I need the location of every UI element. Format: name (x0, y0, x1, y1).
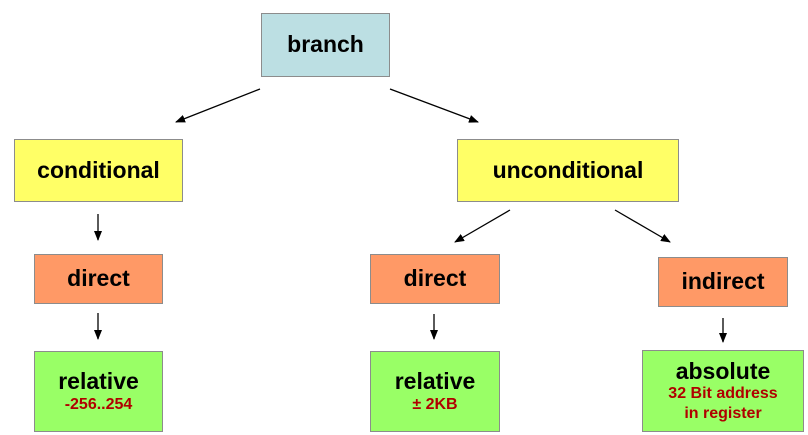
node-absolute: absolute 32 Bit address in register (642, 350, 804, 432)
node-conditional-relative: relative -256..254 (34, 351, 163, 432)
node-conditional-label: conditional (37, 156, 160, 183)
node-branch-label: branch (287, 31, 364, 58)
node-absolute-detail-line2: in register (684, 404, 762, 422)
node-unconditional-indirect-label: indirect (681, 268, 765, 295)
node-conditional-direct: direct (34, 254, 163, 304)
node-unconditional-relative-label: relative (394, 368, 476, 395)
node-conditional-direct-label: direct (67, 265, 130, 292)
node-absolute-detail-line1: 32 Bit address (668, 385, 778, 403)
node-unconditional: unconditional (457, 139, 679, 202)
node-branch: branch (261, 13, 390, 77)
node-unconditional-indirect: indirect (658, 257, 788, 307)
node-unconditional-relative-detail: ± 2KB (412, 395, 458, 413)
arrow-branch-to-unconditional (389, 88, 479, 123)
node-unconditional-direct-label: direct (403, 265, 467, 292)
node-unconditional-label: unconditional (492, 156, 644, 183)
arrow-unconditional-to-direct (454, 209, 511, 243)
node-unconditional-direct: direct (370, 254, 500, 304)
node-absolute-label: absolute (675, 358, 771, 385)
arrow-branch-to-conditional (175, 88, 261, 123)
node-conditional-relative-detail: -256..254 (64, 395, 133, 413)
node-conditional-relative-label: relative (58, 368, 139, 395)
node-conditional: conditional (14, 139, 183, 202)
arrow-unconditional-to-indirect (614, 209, 671, 243)
node-unconditional-relative: relative ± 2KB (370, 351, 500, 432)
